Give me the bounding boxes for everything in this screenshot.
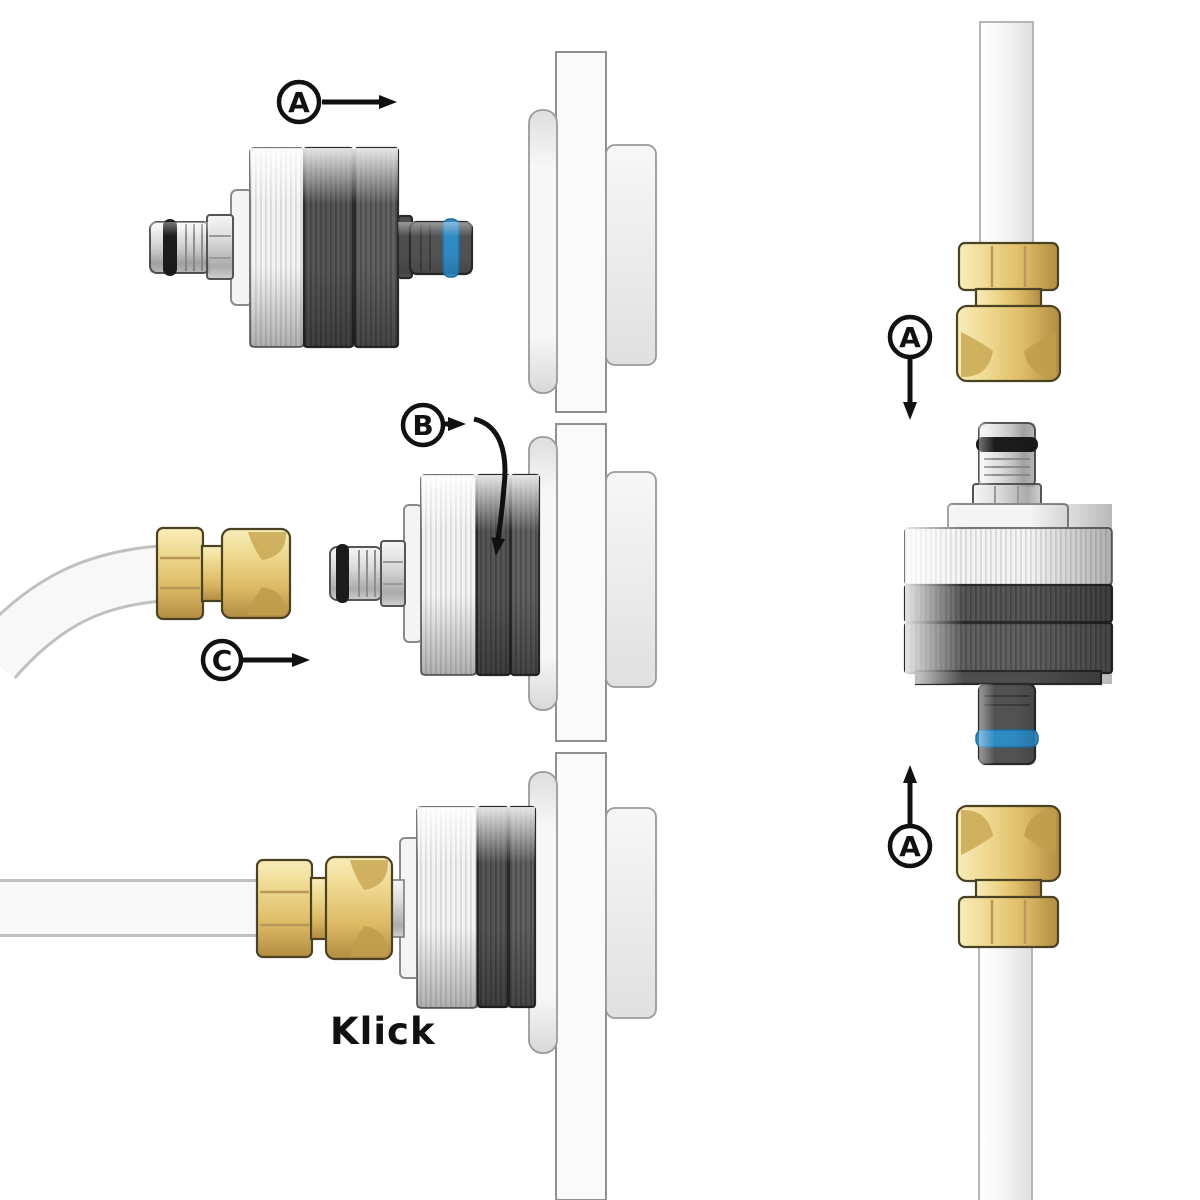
pipe <box>979 21 1034 245</box>
step2-adapter-mounted <box>329 473 541 677</box>
metal-shading <box>150 222 210 273</box>
pipe <box>978 944 1033 1200</box>
coupling-neck <box>974 878 1043 900</box>
coupling-hex-nut <box>957 241 1060 292</box>
wall-segment-top <box>555 51 607 413</box>
right-pipe-top <box>979 21 1034 245</box>
marker-a-label: A <box>288 86 310 119</box>
coupling-neck <box>309 876 329 941</box>
grip-facet-right <box>1024 332 1056 378</box>
adapter-flange <box>403 504 423 643</box>
grip-facet-left <box>961 332 993 378</box>
step2-marker-connect: C <box>200 638 310 682</box>
right-marker-bottom: A <box>887 765 933 869</box>
wall-segment-middle <box>555 423 607 742</box>
right-coupling-bottom <box>955 804 1062 949</box>
cylinder-shading <box>417 807 535 1008</box>
circle-marker-a <box>276 79 322 125</box>
nipple-shading <box>398 222 472 274</box>
click-sound-label: Klick <box>330 1010 436 1053</box>
grip-facet-bottom <box>350 926 389 956</box>
coupling-hex-nut <box>957 895 1060 949</box>
grip-facet-top <box>350 860 389 890</box>
grip-facet-right <box>1024 809 1056 855</box>
metal-shading <box>979 423 1035 487</box>
wall-socket-back-bottom <box>605 807 657 1019</box>
right-pipe-bottom <box>978 944 1033 1200</box>
wall-socket-back-top <box>605 144 657 366</box>
marker-b-label: B <box>412 409 433 442</box>
wall-socket-back-middle <box>605 471 657 688</box>
marker-c-label: C <box>212 644 233 677</box>
click-nipple <box>396 214 474 280</box>
cylinder-shading <box>905 504 1112 684</box>
right-adapter <box>903 422 1114 766</box>
cylinder-shading <box>421 475 539 675</box>
coupling-neck <box>974 287 1043 309</box>
step2-marker-rotate: B <box>400 402 508 556</box>
click-nipple <box>975 682 1039 766</box>
coupling-hex-nut <box>255 858 314 959</box>
quick-connect-nipple <box>329 540 406 607</box>
wall-panel <box>528 51 657 1200</box>
step2-hose <box>0 544 171 680</box>
step2-brass-coupling <box>155 526 292 621</box>
curved-arrow-down-icon <box>473 416 508 556</box>
circle-marker-c <box>200 638 244 682</box>
coupling-hex-nut <box>155 526 205 621</box>
nipple-shading <box>979 684 1035 764</box>
step3-brass-coupling <box>255 855 394 961</box>
o-ring <box>336 544 349 603</box>
nipple-hex-nut <box>972 483 1042 507</box>
grip-facet-left <box>961 809 993 855</box>
grip-facet-top <box>248 532 287 560</box>
wall-flange-top <box>528 109 558 394</box>
coupling-neck <box>200 544 225 603</box>
circle-marker-a <box>887 823 933 869</box>
step3-adapter-connected <box>391 805 537 1009</box>
metal-washer <box>391 879 405 938</box>
grip-facet-bottom <box>248 587 287 615</box>
right-marker-top: A <box>887 314 933 420</box>
hose-body <box>0 547 170 678</box>
wall-segment-bottom <box>555 752 607 1200</box>
right-coupling-top <box>955 241 1062 383</box>
marker-a-label: A <box>899 830 921 863</box>
circle-marker-b <box>400 402 446 448</box>
step1-adapter <box>149 146 474 349</box>
marker-a-label: A <box>899 321 921 354</box>
cylinder-shading <box>250 148 398 347</box>
nipple-hex-nut <box>206 214 234 280</box>
circle-marker-a <box>887 314 933 360</box>
step1-marker: A <box>276 79 397 125</box>
nipple-hex-nut <box>380 540 406 607</box>
